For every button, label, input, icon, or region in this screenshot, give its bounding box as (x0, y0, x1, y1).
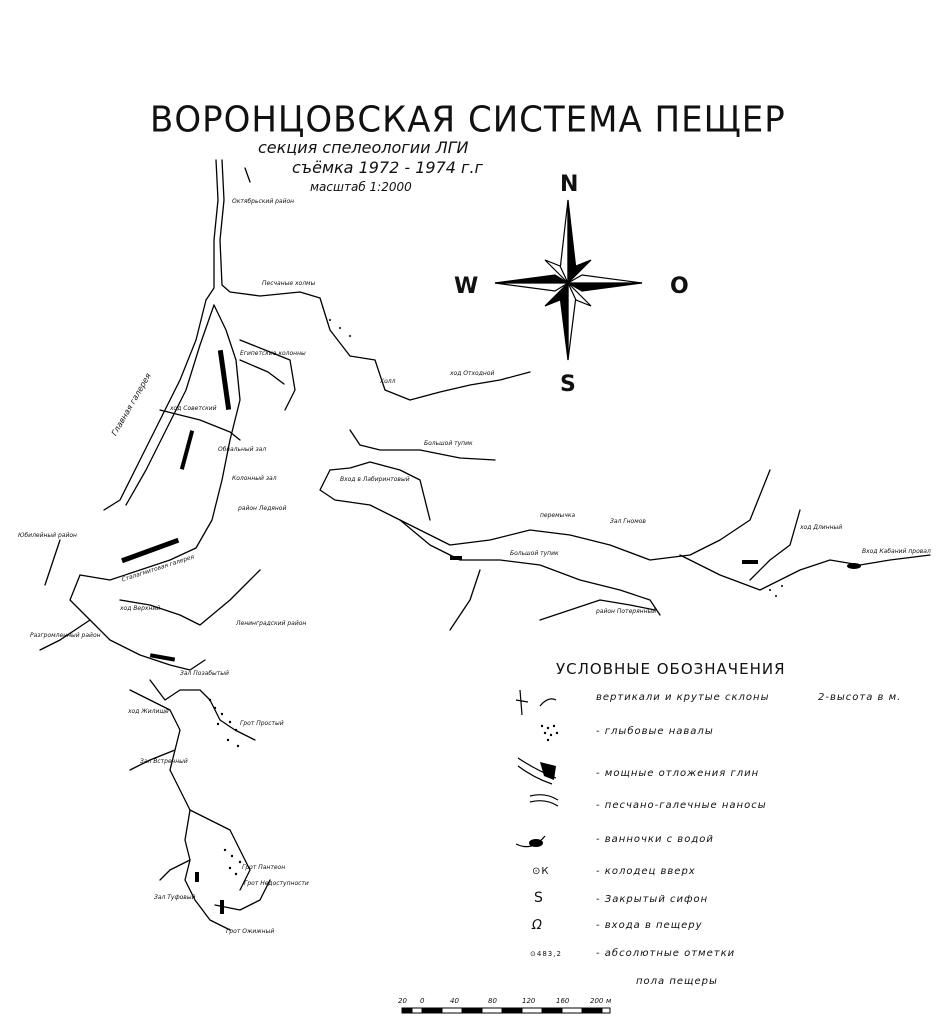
legend-item-6: - колодец вверх (596, 866, 696, 877)
label-khod-dlinny: ход Длинный (800, 524, 843, 531)
label-kholl: Холл (380, 378, 396, 385)
label-rayon-poteryanny: район Потерянный (596, 608, 657, 615)
legend-item-5: - ванночки с водой (596, 834, 714, 845)
scale-tick: 80 (488, 997, 497, 1005)
compass-south: S (560, 372, 576, 397)
label-bolshoy-tupik-2: Большой тупик (510, 550, 559, 557)
label-bolshoy-tupik-1: Большой тупик (424, 440, 473, 447)
label-peschanye-kholmy: Песчаные холмы (262, 280, 316, 287)
survey-years: съёмка 1972 - 1974 г.г (292, 158, 483, 177)
label-obvalny-zal: Обвальный зал (218, 446, 267, 453)
scale-tick: 0 (420, 997, 425, 1005)
siphon-icon: S (534, 890, 544, 906)
label-vkhod-kabaniy: Вход Кабаний провал (862, 548, 931, 555)
label-egipetskie: Египетские колонны (240, 350, 306, 357)
label-khod-sovetskoy: ход Советский (170, 405, 217, 412)
label-grot-prostorny: Грот Простый (240, 720, 284, 727)
map-title: ВОРОНЦОВСКАЯ СИСТЕМА ПЕЩЕР (150, 99, 786, 141)
label-peremychka: перемычка (540, 512, 576, 519)
scale-tick: 200 (590, 997, 604, 1005)
compass-north: N (560, 172, 579, 197)
label-rayon-ledyanoy: район Ледяной (238, 505, 287, 512)
scale-tick: 120 (522, 997, 536, 1005)
label-khod-zhilishche: ход Жилище (128, 708, 169, 715)
label-vkhod-labirint: Вход в Лабиринтовый (340, 476, 410, 483)
legend-title: УСЛОВНЫЕ ОБОЗНАЧЕНИЯ (556, 660, 786, 678)
map-scale: масштаб 1:2000 (310, 180, 412, 194)
legend-item-1: вертикали и крутые склоны (596, 692, 770, 703)
label-khod-otkhodnoy: ход Отходной (450, 370, 495, 377)
compass-west: W (454, 274, 479, 299)
map-subtitle: секция спелеологии ЛГИ (258, 138, 469, 157)
legend-item-3: - мощные отложения глин (596, 768, 760, 779)
scale-tick: 20 (398, 997, 407, 1005)
legend-item-2: - глыбовые навалы (596, 726, 714, 737)
legend-item-7: - Закрытый сифон (596, 894, 709, 905)
label-yubileyny: Юбилейный район (18, 532, 77, 539)
label-zal-tufovy: Зал Туфовый (154, 894, 196, 901)
label-zal-gnomov: Зал Гномов (610, 518, 646, 525)
legend-item-4: - песчано-галечные наносы (596, 800, 767, 811)
legend-item-8: - входа в пещеру (596, 920, 703, 931)
compass-east: O (670, 274, 689, 299)
label-grot-ozhizhny: Грот Ожижный (226, 928, 275, 935)
label-kolonny-zal: Колонный зал (232, 475, 277, 482)
scale-tick: 40 (450, 997, 459, 1005)
label-khod-verkhniy: ход Верхний (120, 605, 161, 612)
scale-tick: 160 (556, 997, 570, 1005)
legend-item-1-extra: 2-высота в м. (818, 692, 902, 703)
label-zal-vstrechny: Зал Встречный (140, 758, 188, 765)
legend-item-9: - абсолютные отметки (596, 948, 736, 959)
entrance-icon: Ω (532, 918, 543, 933)
label-leningradsky: Ленинградский район (236, 620, 307, 627)
label-grot-panteon: Грот Пантеон (242, 864, 286, 871)
label-grot-nedostupnosti: Грот Недоступности (244, 880, 309, 887)
label-zal-pozabyty: Зал Позабытый (180, 670, 229, 677)
well-up-icon: ⊙К (532, 866, 550, 877)
label-oktyabrsky: Октябрьский район (232, 198, 295, 205)
label-razgromlenny: Разгромленный район (30, 632, 101, 639)
legend-item-9-cont: пола пещеры (636, 976, 718, 987)
elevation-mark-icon: ⊙483,2 (530, 950, 562, 958)
scale-unit: м (606, 997, 612, 1005)
